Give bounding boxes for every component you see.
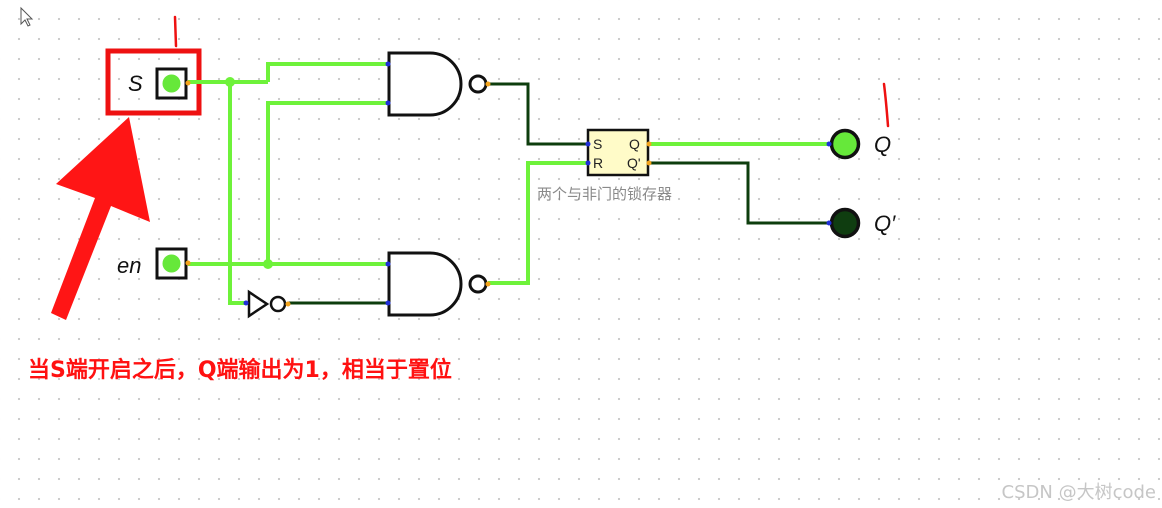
pin-marker: [185, 80, 191, 86]
nand-gate-icon[interactable]: [387, 51, 488, 117]
input-en-led: [162, 254, 181, 273]
wire-nand2-out: [488, 161, 588, 285]
input-s-led: [162, 74, 181, 93]
wire-s-up: [266, 62, 388, 82]
pin-marker: [385, 61, 391, 67]
pin-marker: [585, 141, 591, 147]
pin-marker: [243, 300, 249, 306]
wire-qbar: [649, 161, 829, 225]
pin-marker: [485, 281, 491, 287]
wire-en-up: [266, 101, 388, 264]
cursor-icon: [20, 6, 34, 27]
pin-marker: [385, 261, 391, 267]
not-gate-icon[interactable]: [247, 289, 287, 319]
output-qbar-led: [829, 207, 861, 239]
input-en-label: en: [117, 253, 142, 278]
input-s-label: S: [128, 71, 143, 96]
pin-marker: [285, 301, 291, 307]
latch-pin-r-label: R: [593, 155, 604, 171]
pin-marker: [385, 100, 391, 106]
annotation-text: 当S端开启之后，Q端输出为1，相当于置位: [28, 358, 452, 383]
output-q-led: [829, 128, 861, 160]
pin-marker: [485, 81, 491, 87]
nand-gate-icon[interactable]: [387, 251, 488, 317]
pin-marker: [646, 141, 652, 147]
red-mark-top: [173, 15, 178, 48]
junction-s: [225, 77, 235, 87]
latch-pin-q-label: Q: [629, 136, 640, 152]
latch-pin-s-label: S: [593, 136, 603, 152]
pin-marker: [585, 160, 591, 166]
junction-en: [263, 259, 273, 269]
output-qbar-label: Q′: [874, 211, 896, 236]
latch-pin-qbar-label: Q': [627, 155, 641, 171]
red-mark-q: [882, 82, 890, 128]
output-q-label: Q: [874, 132, 892, 157]
pin-marker: [185, 260, 191, 266]
wire-s-down: [228, 82, 246, 305]
red-arrow-icon: [51, 117, 150, 320]
latch-box[interactable]: [586, 128, 650, 177]
pin-marker: [826, 220, 832, 226]
wire-nand1-out: [488, 82, 588, 146]
pin-marker: [826, 141, 832, 147]
pin-marker: [646, 160, 652, 166]
latch-caption: 两个与非门的锁存器: [537, 185, 673, 203]
pin-marker: [385, 300, 391, 306]
watermark: CSDN @大树code: [1001, 482, 1156, 503]
